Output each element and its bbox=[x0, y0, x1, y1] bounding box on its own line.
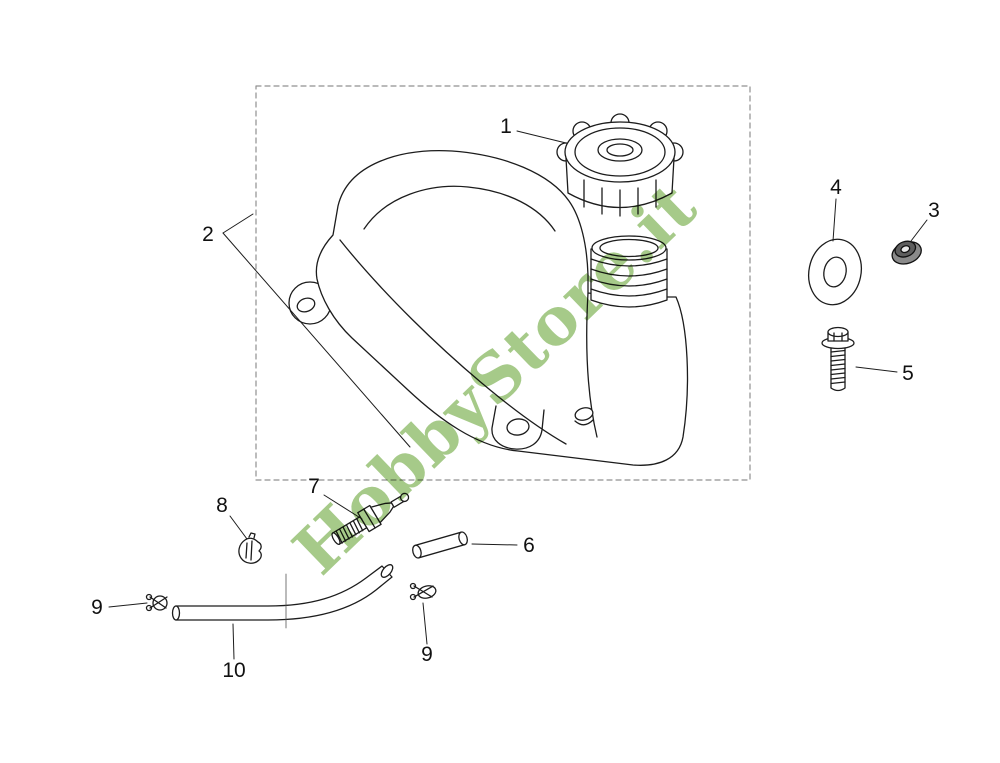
leader-line-6 bbox=[471, 543, 518, 546]
part-label-10: 10 bbox=[222, 659, 246, 682]
part-label-5: 5 bbox=[902, 362, 914, 385]
filler-neck bbox=[590, 235, 668, 308]
leader-lines bbox=[108, 130, 928, 660]
leader-line-9a bbox=[108, 602, 148, 608]
part-label-3: 3 bbox=[928, 199, 940, 222]
leader-line-8 bbox=[229, 515, 248, 540]
leader-line-7 bbox=[323, 494, 363, 520]
hose-part bbox=[171, 564, 394, 629]
leader-line-1 bbox=[516, 130, 567, 144]
leader-line-3 bbox=[910, 219, 928, 242]
pipe-part bbox=[412, 531, 468, 559]
part-label-2: 2 bbox=[202, 223, 214, 246]
fuel-tank-part bbox=[288, 149, 689, 466]
leader-line-9b bbox=[422, 602, 428, 645]
part-label-8: 8 bbox=[216, 494, 228, 517]
fuel-cap-part bbox=[556, 113, 684, 217]
part-label-9-left: 9 bbox=[91, 596, 103, 619]
leader-line-2b bbox=[222, 232, 411, 448]
part-label-6: 6 bbox=[523, 534, 535, 557]
clip-part bbox=[238, 532, 262, 564]
part-label-7: 7 bbox=[308, 475, 320, 498]
part-label-9-right: 9 bbox=[421, 643, 433, 666]
leader-line-10 bbox=[232, 623, 235, 660]
part-label-4: 4 bbox=[830, 176, 842, 199]
assembly-boundary-box bbox=[255, 85, 751, 481]
bolt-part bbox=[821, 326, 855, 392]
hose-clamp-right-part bbox=[409, 582, 437, 601]
fitting-part bbox=[331, 492, 410, 546]
nut-part bbox=[891, 240, 922, 265]
leader-line-5 bbox=[855, 366, 898, 373]
washer-part bbox=[808, 238, 862, 306]
hose-clamp-left-part bbox=[145, 593, 168, 612]
part-label-1: 1 bbox=[500, 115, 512, 138]
leader-line-2a bbox=[222, 213, 254, 234]
leader-line-4 bbox=[832, 198, 837, 242]
